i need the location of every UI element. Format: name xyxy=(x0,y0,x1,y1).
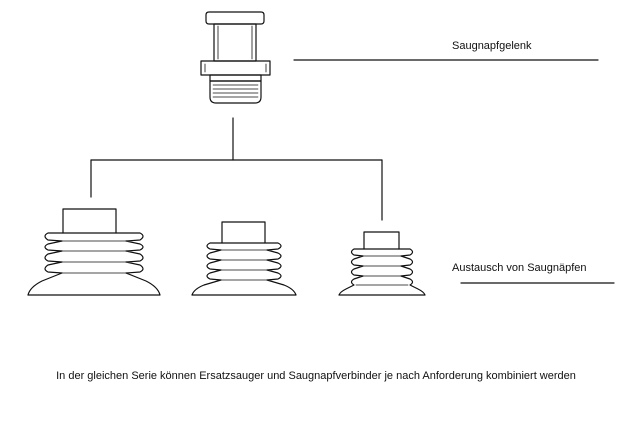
cups-label: Austausch von Saugnäpfen xyxy=(452,262,587,274)
connection-lines xyxy=(90,117,383,221)
diagram-caption: In der gleichen Serie können Ersatzsauge… xyxy=(56,370,576,382)
suction-cup-small-icon xyxy=(338,231,426,296)
joint-connector-icon xyxy=(200,11,271,104)
joint-label: Saugnapfgelenk xyxy=(452,40,532,52)
suction-cup-large-icon xyxy=(27,208,161,296)
suction-cup-medium-icon xyxy=(191,221,297,296)
